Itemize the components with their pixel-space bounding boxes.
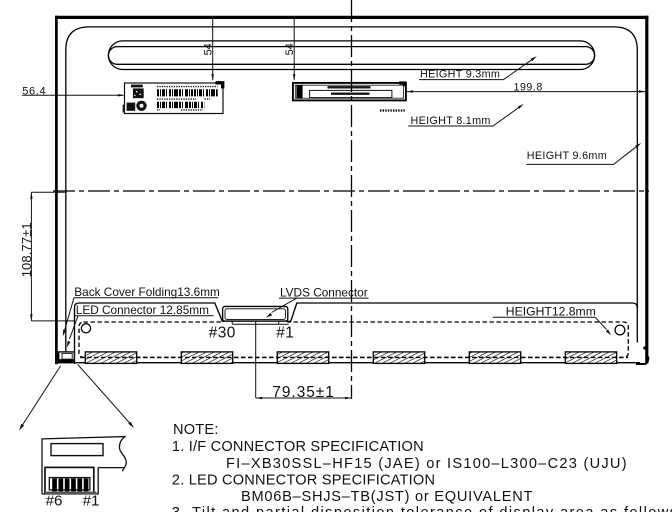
svg-text:Back Cover Folding13.6mm: Back Cover Folding13.6mm: [74, 285, 220, 299]
svg-text:#1: #1: [276, 324, 294, 341]
svg-text:54: 54: [284, 43, 296, 55]
svg-text:HEIGHT 9.6mm: HEIGHT 9.6mm: [527, 150, 607, 162]
svg-text:NOTE:: NOTE:: [173, 422, 219, 438]
svg-text:HEIGHT 9.3mm: HEIGHT 9.3mm: [420, 69, 500, 81]
svg-text:BM06B–SHJS–TB(JST) or EQUIVA: BM06B–SHJS–TB(JST) or EQUIVALENT: [241, 489, 533, 505]
svg-text:56.4: 56.4: [22, 85, 46, 97]
svg-text:79.35±1: 79.35±1: [272, 384, 335, 401]
svg-text:3. Tilt and partial disposi: 3. Tilt and partial disposition toleranc…: [172, 505, 672, 512]
svg-text:HEIGHT 8.1mm: HEIGHT 8.1mm: [411, 115, 491, 127]
svg-text:HEIGHT12.8mm: HEIGHT12.8mm: [506, 305, 596, 319]
svg-text:108.77±1: 108.77±1: [19, 222, 34, 277]
svg-text:54: 54: [203, 43, 215, 55]
svg-text:#1: #1: [83, 492, 100, 509]
svg-text:#30: #30: [209, 324, 236, 341]
svg-text:2. LED CONNECTOR SPECIFICATI: 2. LED CONNECTOR SPECIFICATION: [172, 472, 435, 488]
svg-text:199.8: 199.8: [514, 82, 543, 94]
svg-text:LVDS Connector: LVDS Connector: [280, 285, 368, 299]
svg-text:LED Connector 12.85mm: LED Connector 12.85mm: [76, 303, 209, 317]
svg-text:1. I/F CONNECTOR SPECIFICATI: 1. I/F CONNECTOR SPECIFICATION: [172, 439, 424, 455]
svg-text:FI–XB30SSL–HF15 (JAE) or IS: FI–XB30SSL–HF15 (JAE) or IS100–L300–C23 …: [226, 456, 628, 472]
svg-text:#6: #6: [46, 492, 63, 509]
